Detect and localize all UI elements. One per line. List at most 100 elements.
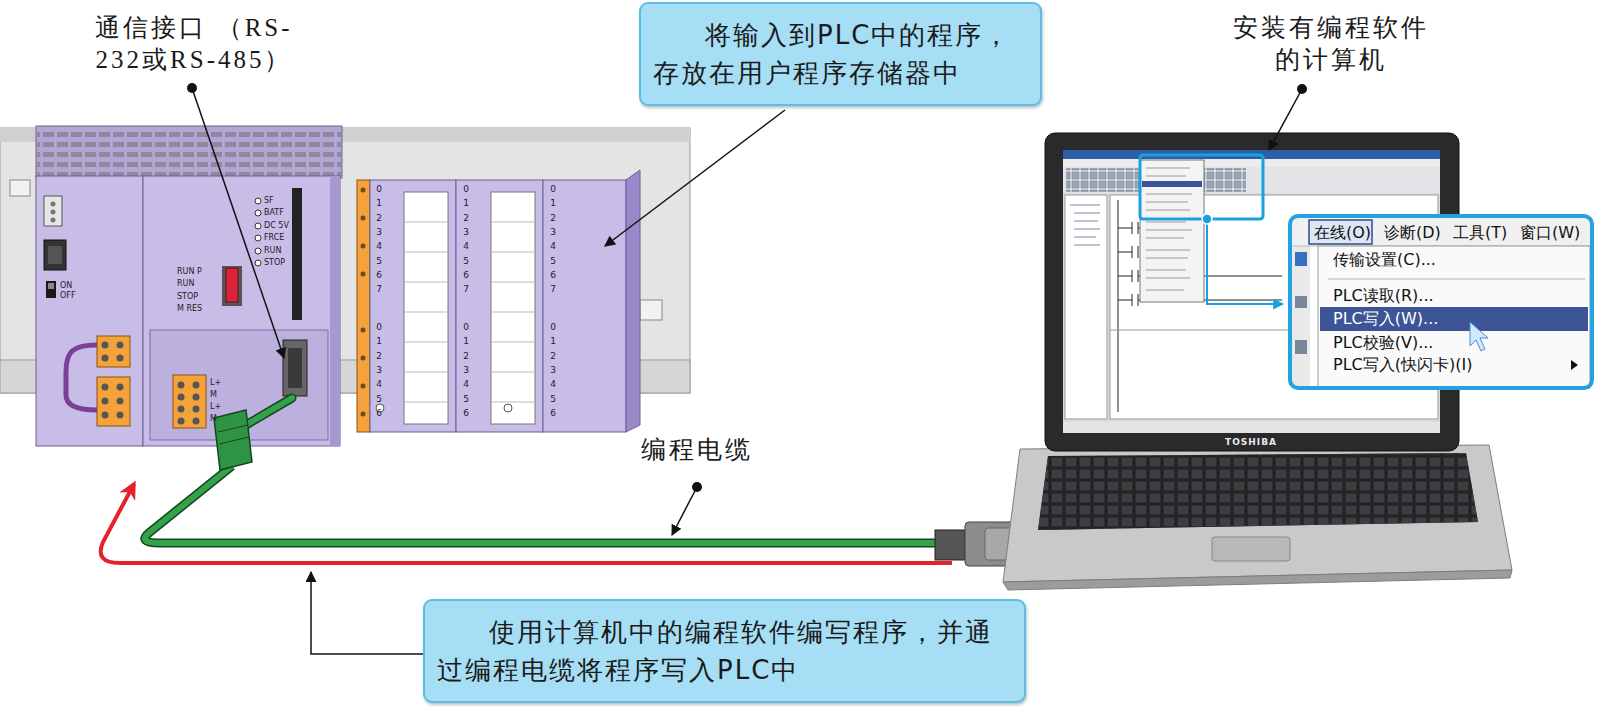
channel-number: 4 — [376, 241, 382, 251]
programming-cable — [145, 466, 940, 543]
plc-illustration — [117, 384, 124, 391]
switch-label: OFF — [60, 291, 76, 300]
laptop-illustration — [1140, 155, 1263, 219]
laptop-illustration — [1146, 290, 1184, 291]
plc-illustration — [361, 216, 366, 221]
menu-popup-face — [1470, 322, 1488, 351]
plc-illustration — [288, 348, 302, 388]
plc-illustration — [102, 398, 109, 405]
programming-cable — [246, 398, 292, 425]
switch-label: RUN — [177, 279, 194, 288]
plc-illustration — [117, 342, 124, 349]
channel-number: 2 — [463, 213, 469, 223]
programming-cable — [219, 437, 249, 444]
plc-illustration — [361, 356, 366, 361]
plc-illustration — [404, 252, 448, 253]
plc-illustration — [102, 342, 109, 349]
laptop-illustration — [1146, 230, 1192, 231]
laptop-illustration — [1132, 270, 1133, 282]
plc-illustration — [102, 412, 109, 419]
channel-number: 5 — [463, 256, 469, 266]
plc-illustration — [361, 328, 366, 333]
laptop-illustration — [1118, 200, 1119, 412]
plc-illustration — [283, 340, 307, 396]
menu-item: 诊断(D) — [1384, 222, 1441, 244]
programming-cable — [214, 410, 252, 470]
channel-number: 4 — [550, 379, 556, 389]
laptop-illustration — [1140, 160, 1204, 302]
channel-number: 1 — [550, 198, 556, 208]
plc-illustration — [193, 382, 200, 389]
plc-illustration — [640, 300, 662, 320]
leader-line — [692, 482, 702, 492]
plc-illustration — [44, 240, 66, 270]
menu-item: 工具(T) — [1453, 222, 1507, 244]
plc-illustration — [255, 248, 261, 254]
plc-illustration — [255, 198, 261, 204]
plc-illustration — [361, 244, 366, 249]
laptop-illustration — [1003, 570, 1512, 590]
menu-popup-face — [1320, 307, 1588, 331]
menu-popup-face — [1318, 246, 1590, 388]
plc-illustration — [36, 126, 342, 178]
plc-illustration — [178, 406, 185, 413]
channel-number: 4 — [463, 241, 469, 251]
laptop-illustration — [1003, 445, 1512, 582]
laptop-illustration — [1063, 150, 1440, 433]
laptop-illustration — [1146, 270, 1186, 271]
plc-illustration — [51, 202, 56, 207]
switch-label: M RES — [177, 304, 202, 313]
leader-line — [1269, 89, 1302, 150]
plc-illustration — [361, 412, 366, 417]
channel-number: 2 — [550, 351, 556, 361]
plc-illustration — [178, 394, 185, 401]
plc-illustration — [255, 260, 261, 266]
channel-number: 0 — [550, 184, 556, 194]
laptop-illustration — [1146, 238, 1184, 239]
terminal-label: L+ — [210, 402, 221, 411]
plc-illustration — [143, 176, 340, 446]
plc-illustration — [193, 394, 200, 401]
plc-illustration — [361, 384, 366, 389]
channel-number: 5 — [376, 256, 382, 266]
plc-illustration — [48, 246, 62, 264]
plc-illustration — [173, 375, 206, 428]
menu-popup: 在线(O)诊断(D)工具(T)窗口(W)传输设置(C)...PLC读取(R)..… — [1288, 214, 1594, 390]
led-label: FRCE — [264, 233, 284, 242]
leader-line — [672, 487, 697, 535]
plc-illustration — [491, 342, 535, 343]
plc-illustration — [10, 180, 30, 196]
laptop-illustration — [1146, 278, 1190, 279]
menu-item: PLC读取(R)... — [1333, 285, 1434, 307]
terminal-label: L+ — [210, 378, 221, 387]
plc-illustration — [97, 377, 130, 426]
menu-item: 在线(O) — [1314, 222, 1371, 244]
led-label: RUN — [264, 246, 281, 255]
channel-number: 5 — [550, 394, 556, 404]
laptop-illustration — [1146, 258, 1188, 259]
programming-cable — [145, 466, 940, 543]
channel-number: 5 — [376, 394, 382, 404]
plc-illustration — [193, 418, 200, 425]
red-flow-arrow — [101, 484, 952, 563]
plc-illustration — [370, 180, 456, 432]
laptop-illustration — [1132, 246, 1133, 258]
channel-number: 2 — [376, 213, 382, 223]
zoom-leader — [1207, 219, 1283, 304]
laptop-illustration — [1074, 221, 1098, 222]
channel-number: 6 — [550, 408, 556, 418]
laptop-illustration — [1146, 176, 1186, 177]
plc-illustration — [491, 402, 535, 403]
channel-number: 4 — [376, 379, 382, 389]
programming-cable — [246, 398, 292, 425]
channel-number: 3 — [463, 227, 469, 237]
channel-number: 4 — [463, 379, 469, 389]
switch-label: ON — [60, 281, 72, 290]
plc-illustration — [44, 196, 62, 226]
terminal-label: M — [210, 414, 217, 423]
plc-illustration — [117, 412, 124, 419]
menu-item: PLC校验(V)... — [1333, 332, 1433, 354]
plc-illustration — [46, 281, 56, 298]
terminal-label: M — [210, 390, 217, 399]
